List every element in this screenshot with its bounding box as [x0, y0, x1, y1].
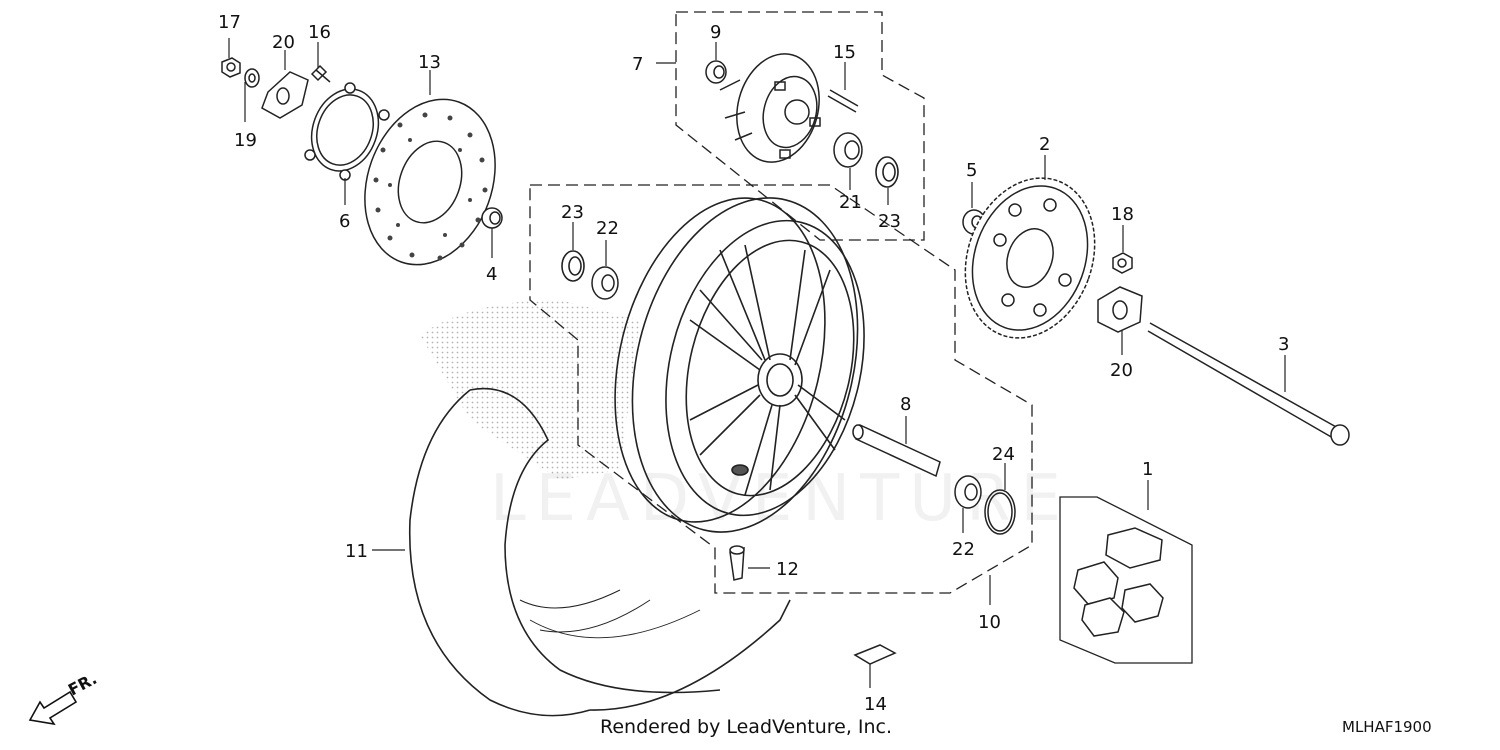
stud-part-15[interactable] — [827, 89, 859, 113]
assembly-box-1 — [1059, 496, 1193, 664]
callout-23-top[interactable]: 23 — [878, 211, 901, 232]
seal-part-23-top[interactable] — [875, 156, 899, 188]
bearing-part-22-lower[interactable] — [954, 475, 982, 509]
callout-24[interactable]: 24 — [992, 444, 1015, 465]
rendered-by-credit: Rendered by LeadVenture, Inc. — [600, 716, 893, 738]
nut-part-18[interactable] — [1112, 252, 1133, 274]
axle-part-3[interactable] — [1147, 322, 1350, 446]
o-ring-part-24[interactable] — [984, 489, 1016, 535]
bearing-part-22-left[interactable] — [591, 266, 619, 300]
bushing-part-9[interactable] — [705, 60, 727, 84]
nut-part-17 — [221, 57, 241, 78]
balance-weight-part-14[interactable] — [853, 644, 897, 665]
adapter-part-6[interactable] — [301, 80, 390, 181]
collar-part-4[interactable] — [481, 207, 503, 229]
diagram-code: MLHAF1900 — [1342, 718, 1432, 736]
callout-18[interactable]: 18 — [1111, 204, 1134, 225]
hub-flange-part-7[interactable] — [719, 45, 831, 172]
seal-part-23-left[interactable] — [561, 250, 585, 282]
valve-part-12[interactable] — [729, 545, 745, 581]
plate-part-20-left — [261, 71, 309, 119]
sprocket-part-2[interactable] — [944, 160, 1117, 357]
callout-13[interactable]: 13 — [418, 52, 441, 73]
callout-21[interactable]: 21 — [839, 192, 862, 213]
callout-1[interactable]: 1 — [1142, 459, 1153, 480]
callout-9[interactable]: 9 — [710, 22, 721, 43]
callout-22-lower[interactable]: 22 — [952, 539, 975, 560]
callout-11[interactable]: 11 — [345, 541, 368, 562]
callout-5[interactable]: 5 — [966, 160, 977, 181]
front-direction-arrow-icon: FR. — [28, 669, 100, 726]
callout-8[interactable]: 8 — [900, 394, 911, 415]
callout-2[interactable]: 2 — [1039, 134, 1050, 155]
spacer-part-8[interactable] — [852, 423, 941, 478]
callout-22-upper[interactable]: 22 — [596, 218, 619, 239]
callout-7[interactable]: 7 — [632, 54, 643, 75]
callout-17[interactable]: 17 — [218, 12, 241, 33]
bearing-part-21[interactable] — [833, 132, 863, 168]
callout-10[interactable]: 10 — [978, 612, 1001, 633]
bolt-part-16 — [310, 64, 331, 83]
callout-12[interactable]: 12 — [776, 559, 799, 580]
assembly-box-10 — [529, 184, 1033, 594]
callout-15[interactable]: 15 — [833, 42, 856, 63]
callout-labels: 17 20 16 13 19 6 4 9 7 15 21 23 2 5 18 2… — [218, 12, 1289, 715]
callout-3[interactable]: 3 — [1278, 334, 1289, 355]
callout-16[interactable]: 16 — [308, 22, 331, 43]
callout-6[interactable]: 6 — [339, 211, 350, 232]
wheel-rim[interactable] — [583, 174, 893, 556]
tire-part-11[interactable] — [408, 387, 791, 717]
damper-set-part-1[interactable] — [1073, 527, 1164, 637]
callout-23-left[interactable]: 23 — [561, 202, 584, 223]
assembly-box-7 — [675, 11, 925, 241]
washer-part-19 — [244, 68, 260, 88]
callout-20-right[interactable]: 20 — [1110, 360, 1133, 381]
callout-4[interactable]: 4 — [486, 264, 497, 285]
brake-disc-part-13[interactable] — [343, 81, 518, 283]
callout-20-left[interactable]: 20 — [272, 32, 295, 53]
leader-lines — [228, 38, 1286, 688]
callout-19[interactable]: 19 — [234, 130, 257, 151]
stipple-shading — [420, 300, 640, 480]
plate-part-20-right[interactable] — [1097, 286, 1143, 333]
callout-14[interactable]: 14 — [864, 694, 887, 715]
